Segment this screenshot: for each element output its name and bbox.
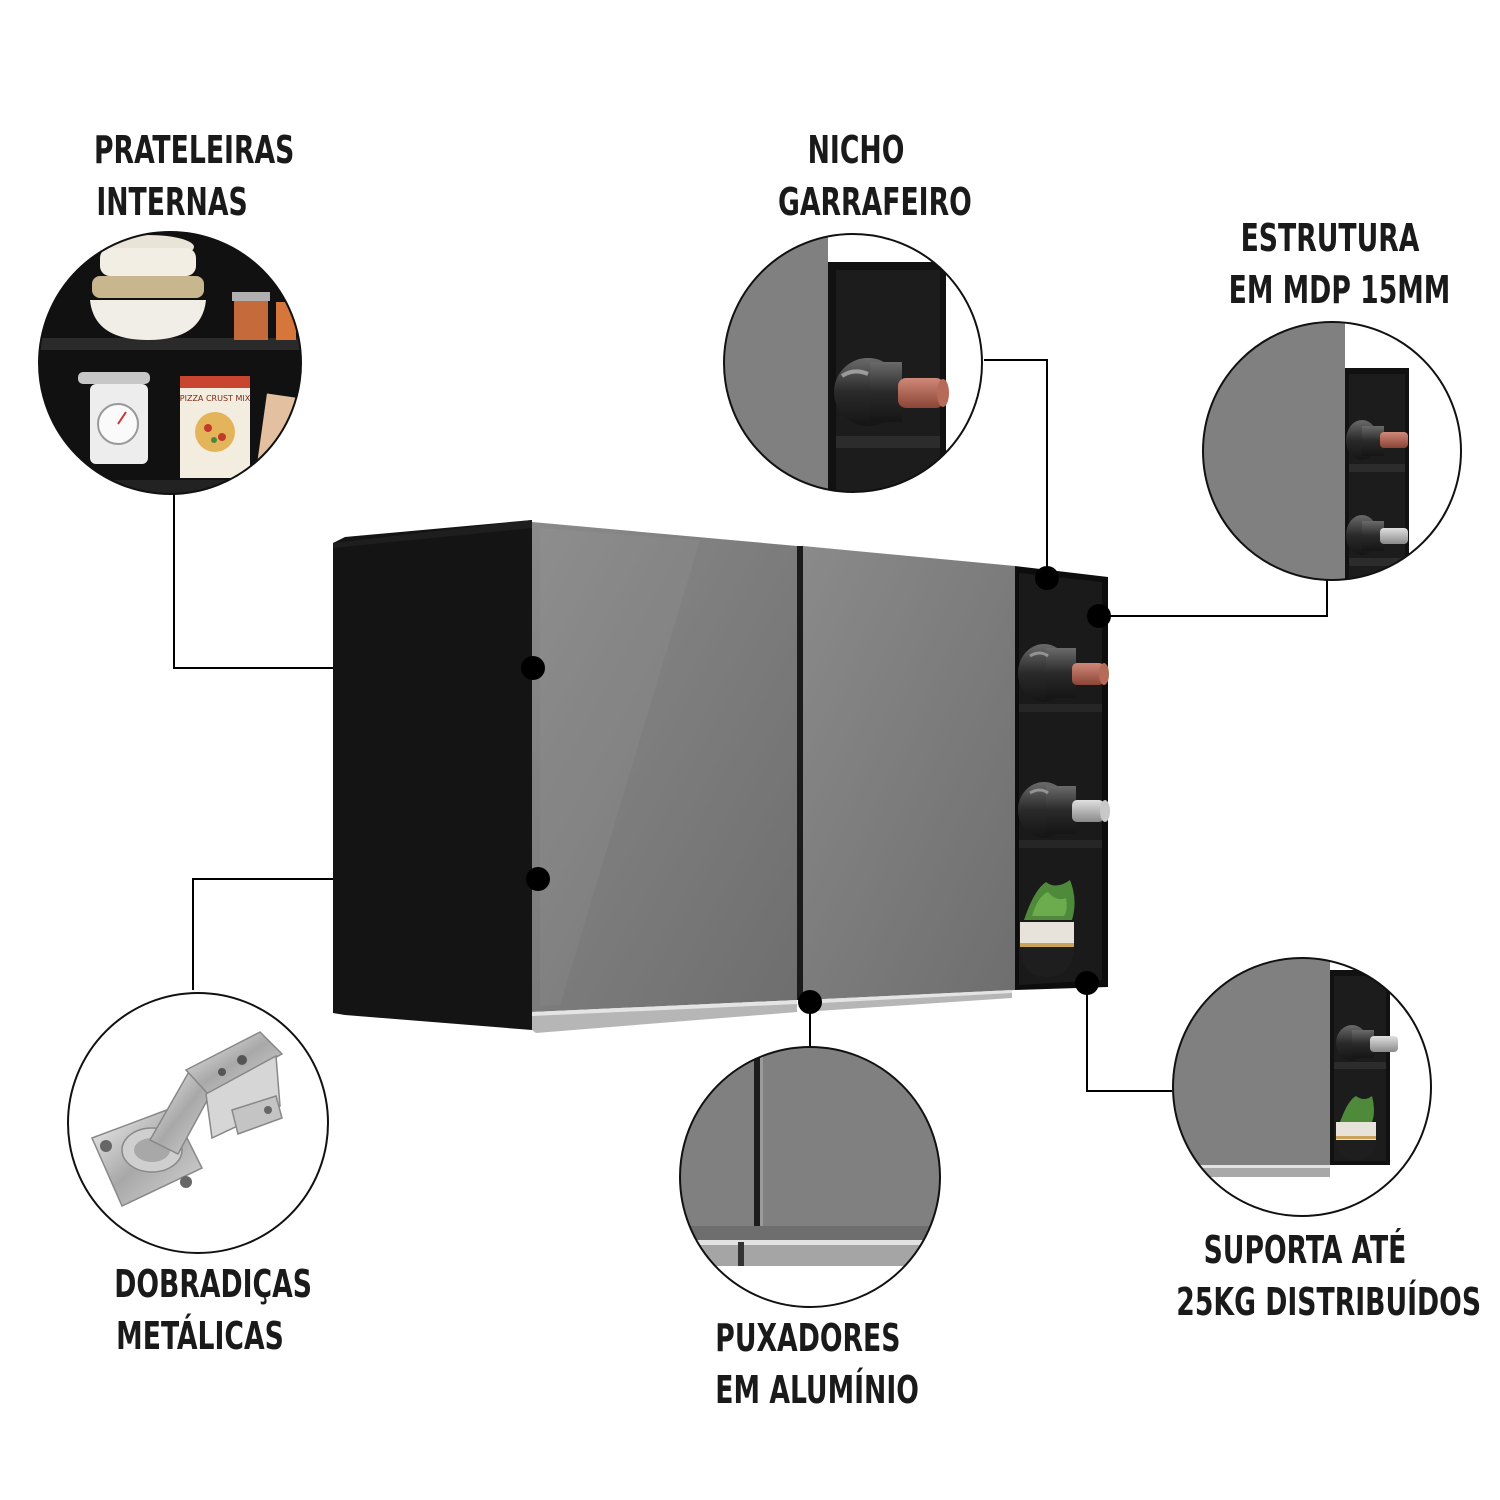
- detail-circle-puxadores: [679, 1046, 941, 1308]
- plant-pot: [1020, 880, 1075, 977]
- wine-bottle: [1018, 644, 1109, 702]
- callout-dot-prateleiras: [521, 656, 545, 680]
- detail-circle-estrutura: [1202, 321, 1462, 581]
- pizza-box-text: PIZZA CRUST MIX: [180, 394, 251, 403]
- wine-bottle: [1018, 782, 1110, 838]
- detail-circle-dobradicas: [67, 992, 329, 1254]
- cabinet-door-right: [803, 546, 1015, 1000]
- label-line: INTERNAS: [96, 180, 248, 224]
- niche-shelf: [1019, 840, 1102, 848]
- label-puxadores-aluminio: PUXADORES EM ALUMÍNIO: [715, 1312, 919, 1416]
- label-line: DOBRADIÇAS: [114, 1262, 312, 1306]
- callout-dot-nicho: [1035, 566, 1059, 590]
- label-line: ESTRUTURA: [1240, 216, 1420, 260]
- cabinet-left-side: [333, 520, 532, 1030]
- cabinet-door-left: [532, 522, 797, 1012]
- callout-dot-estrutura: [1087, 604, 1111, 628]
- callout-dot-suporta: [1075, 971, 1099, 995]
- label-dobradicas-metalicas: DOBRADIÇAS METÁLICAS: [114, 1258, 312, 1362]
- label-line: 25KG DISTRIBUÍDOS: [1176, 1280, 1482, 1324]
- label-line: NICHO: [807, 128, 905, 172]
- label-line: EM MDP 15MM: [1228, 268, 1451, 312]
- leader-nicho: [984, 359, 1048, 578]
- cabinet: [333, 520, 1111, 1033]
- detail-circle-nicho: [723, 233, 983, 493]
- handle-strip-left: [532, 1000, 797, 1033]
- leader-suporta: [1086, 983, 1172, 1092]
- callout-dot-dobradicas: [526, 867, 550, 891]
- callout-dot-puxadores: [798, 990, 822, 1014]
- label-line: EM ALUMÍNIO: [715, 1368, 919, 1412]
- niche-shelf: [1019, 704, 1102, 712]
- detail-circle-suporta: [1172, 957, 1432, 1217]
- label-line: SUPORTA ATÉ: [1203, 1228, 1407, 1272]
- leader-estrutura: [1099, 580, 1328, 617]
- label-line: METÁLICAS: [116, 1314, 284, 1358]
- detail-circle-prateleiras: PIZZA CRUST MIX: [38, 231, 302, 495]
- label-estrutura-mdp: ESTRUTURA EM MDP 15MM: [1228, 212, 1451, 316]
- label-line: PUXADORES: [715, 1316, 901, 1360]
- label-suporta-peso: SUPORTA ATÉ 25KG DISTRIBUÍDOS: [1176, 1224, 1482, 1328]
